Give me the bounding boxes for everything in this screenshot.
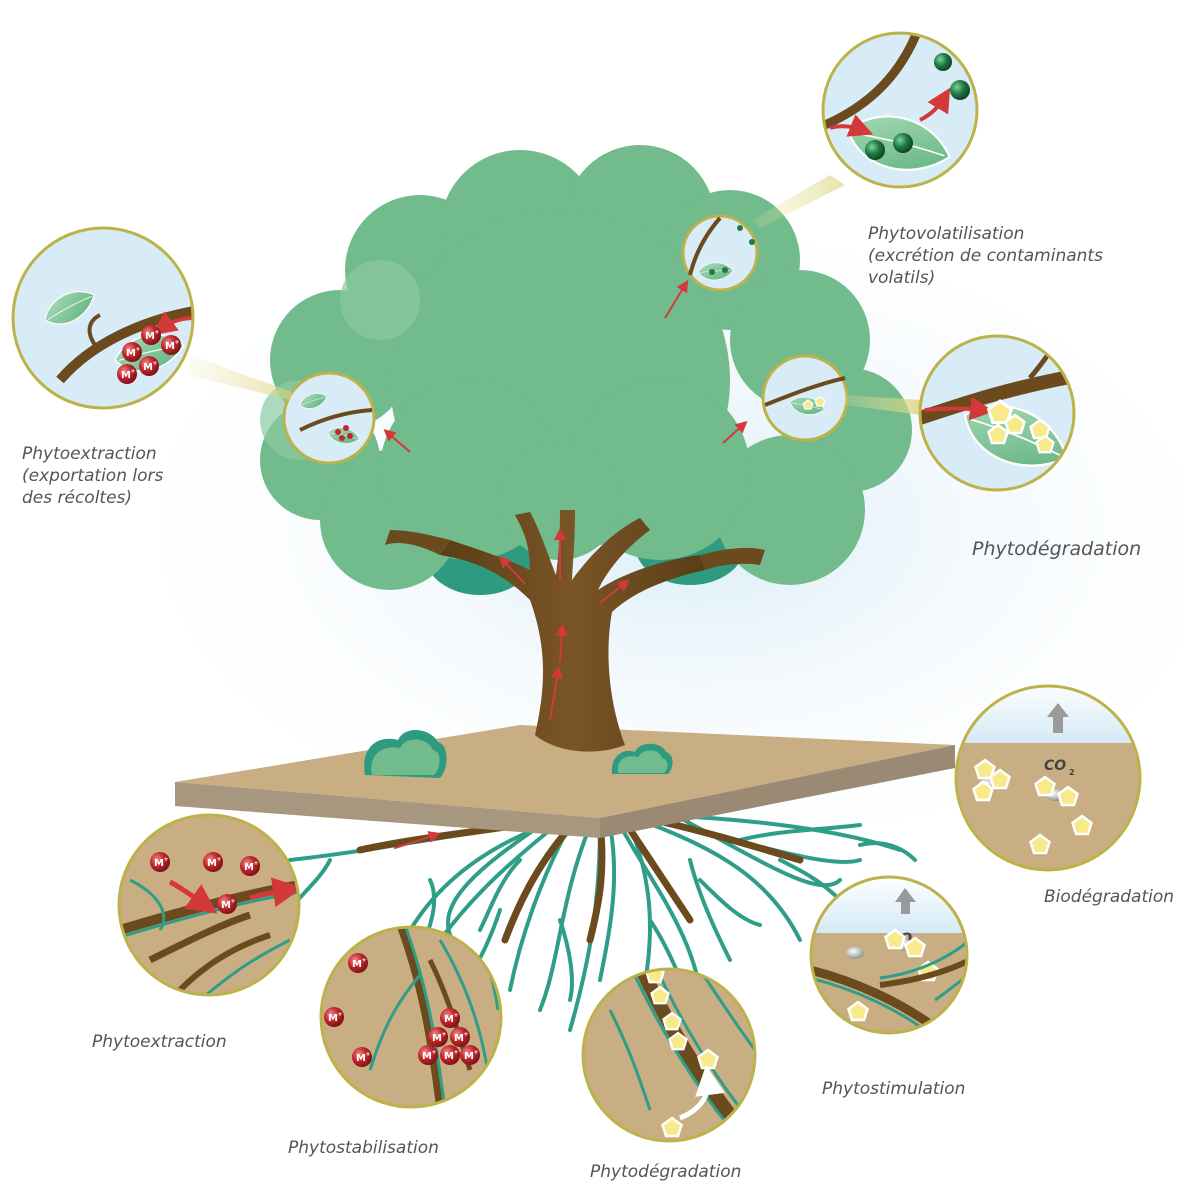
label-line: volatils) <box>868 267 1103 289</box>
mini-circle-volatilisation <box>683 216 757 290</box>
circle-phytodegradation-root <box>580 965 762 1145</box>
co2-text-bio: CO <box>1044 758 1066 774</box>
label-phytovolatilisation: Phytovolatilisation (excrétion de contam… <box>868 223 1103 289</box>
label-line: (excrétion de contaminants <box>868 245 1103 267</box>
circle-phytostimulation: CO 2 <box>810 875 975 1050</box>
circle-phytovolatilisation <box>820 30 980 190</box>
circle-phytostabilisation <box>318 925 508 1115</box>
svg-text:2: 2 <box>1069 768 1075 777</box>
mini-circle-extraction <box>284 373 374 463</box>
label-phytostimulation: Phytostimulation <box>822 1078 965 1100</box>
circle-phytoextraction-root <box>115 812 305 1002</box>
label-line: Phytoextraction <box>22 443 163 465</box>
label-phytostabilisation: Phytostabilisation <box>288 1137 439 1159</box>
label-biodegradation: Biodégradation <box>1044 886 1174 908</box>
label-phytodegradation-root: Phytodégradation <box>590 1161 741 1183</box>
label-phytodegradation-leaf: Phytodégradation <box>972 538 1141 560</box>
mini-circle-degradation <box>763 356 847 440</box>
label-line: des récoltes) <box>22 487 163 509</box>
label-phytoextraction-leaf: Phytoextraction (exportation lors des ré… <box>22 443 163 509</box>
label-line: (exportation lors <box>22 465 163 487</box>
label-line: Phytovolatilisation <box>868 223 1103 245</box>
label-phytoextraction-root: Phytoextraction <box>92 1031 227 1053</box>
